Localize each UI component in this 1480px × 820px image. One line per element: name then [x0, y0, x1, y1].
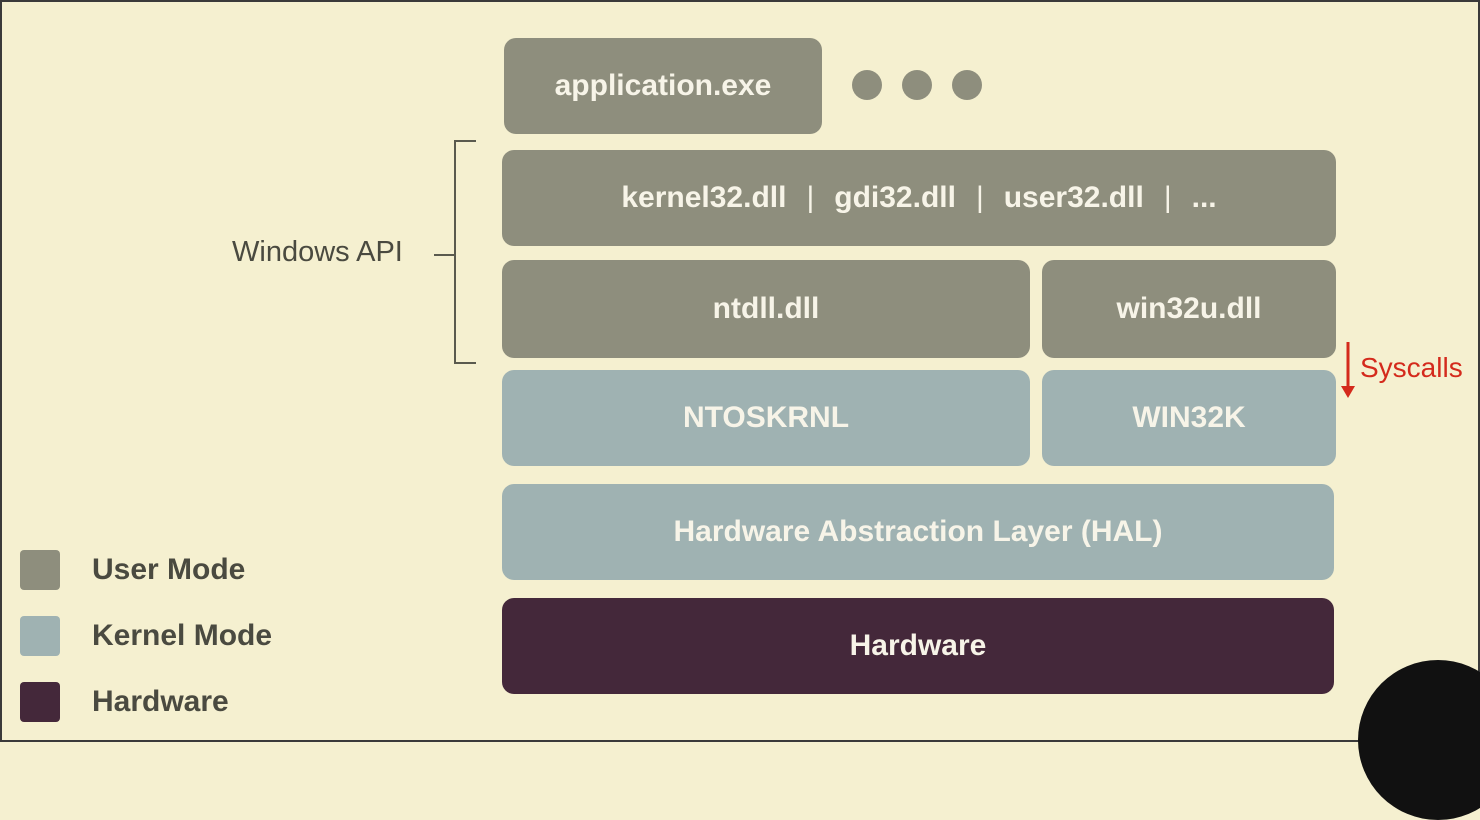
- legend-kernel-mode: Kernel Mode: [20, 616, 272, 656]
- ntdll-label: ntdll.dll: [712, 292, 820, 325]
- windows-api-bracket: [454, 140, 476, 364]
- dll-kernel32: kernel32.dll: [621, 181, 787, 214]
- win32k-label: WIN32K: [1132, 401, 1246, 434]
- ellipsis-dot: [902, 70, 932, 100]
- legend-hardware: Hardware: [20, 682, 229, 722]
- more-applications-ellipsis: [852, 70, 982, 100]
- windows-api-bracket-tick: [434, 254, 454, 256]
- legend-user-mode: User Mode: [20, 550, 245, 590]
- ntoskrnl-block: NTOSKRNL: [502, 370, 1030, 466]
- legend-label: Kernel Mode: [92, 619, 273, 652]
- legend-label: Hardware: [92, 685, 229, 718]
- windows-api-label: Windows API: [232, 236, 403, 268]
- dll-gdi32: gdi32.dll: [834, 181, 956, 214]
- hardware-label: Hardware: [849, 629, 987, 662]
- dll-separator: |: [806, 181, 815, 214]
- application-exe-block: application.exe: [504, 38, 822, 134]
- hal-label: Hardware Abstraction Layer (HAL): [673, 515, 1163, 548]
- dll-user32: user32.dll: [1003, 181, 1144, 214]
- ntdll-block: ntdll.dll: [502, 260, 1030, 358]
- application-exe-label: application.exe: [554, 69, 772, 102]
- ellipsis-dot: [852, 70, 882, 100]
- win32u-label: win32u.dll: [1116, 292, 1262, 325]
- ellipsis-dot: [952, 70, 982, 100]
- dll-separator: |: [1163, 181, 1172, 214]
- hal-block: Hardware Abstraction Layer (HAL): [502, 484, 1334, 580]
- ntoskrnl-label: NTOSKRNL: [682, 401, 850, 434]
- win32k-block: WIN32K: [1042, 370, 1336, 466]
- presenter-silhouette: [1358, 660, 1480, 820]
- dll-more: ...: [1191, 181, 1217, 214]
- dll-separator: |: [975, 181, 984, 214]
- win32u-block: win32u.dll: [1042, 260, 1336, 358]
- hardware-block: Hardware: [502, 598, 1334, 694]
- legend-swatch-kernel-mode: [20, 616, 60, 656]
- syscalls-label: Syscalls: [1360, 352, 1463, 383]
- legend-swatch-user-mode: [20, 550, 60, 590]
- legend-label: User Mode: [92, 553, 246, 586]
- syscall-arrow-icon: [1341, 342, 1355, 398]
- win32-dlls-block: kernel32.dll | gdi32.dll | user32.dll | …: [502, 150, 1336, 246]
- legend-swatch-hardware: [20, 682, 60, 722]
